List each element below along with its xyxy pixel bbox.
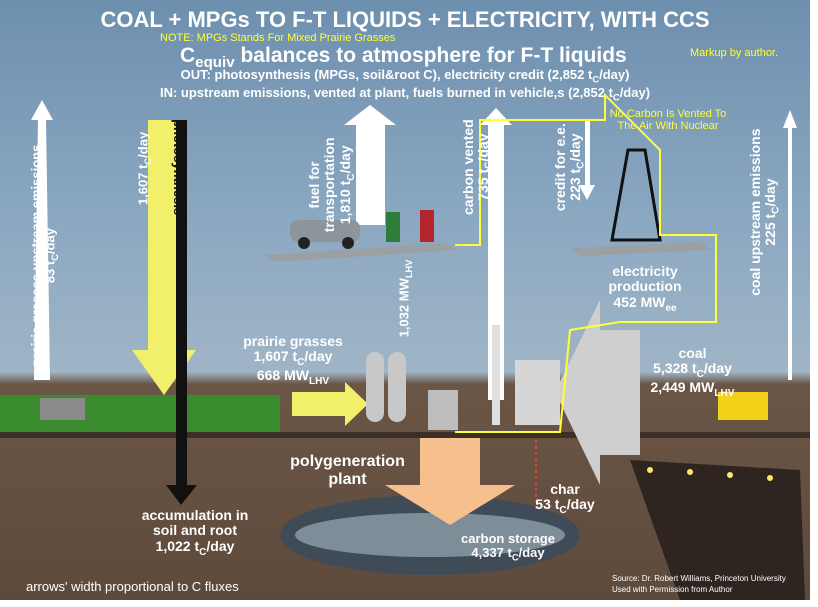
accumulation-arrow — [166, 120, 197, 505]
out-text: OUT: photosynthesis (MPGs, soil&root C),… — [180, 67, 593, 82]
markup-note: Markup by author. — [690, 47, 779, 59]
diagram-graphics — [0, 92, 810, 600]
subtitle-rest: balances to atmosphere for F-T liquids — [234, 44, 627, 67]
mine-lamp — [727, 472, 733, 478]
mw-label: 1,032 MWLHV — [396, 259, 415, 338]
fuel-pump-green — [386, 212, 400, 242]
bulldozer — [718, 392, 768, 420]
electricity-platform — [570, 242, 712, 256]
ground-line — [0, 432, 810, 438]
in-sub: C — [612, 92, 620, 103]
car-wheel — [342, 237, 354, 249]
plant-boundary-outline — [455, 92, 717, 433]
coal-upstream-arrow — [783, 110, 797, 380]
mine-pit — [630, 460, 805, 600]
out-sub: C — [592, 74, 600, 85]
in-end: /day) — [619, 85, 651, 100]
photosynthesis-label: photosynthesis — [171, 119, 187, 216]
fuel-station-platform — [265, 243, 457, 262]
in-line: IN: upstream emissions, vented at plant,… — [0, 85, 810, 103]
credit-label: credit for e.e.223 tC/day — [551, 123, 588, 212]
footer-note: arrows' width proportional to C fluxes — [26, 579, 239, 594]
silo — [388, 352, 406, 422]
subtitle-equiv: equiv — [195, 54, 235, 72]
car — [290, 220, 360, 242]
car-wheel — [298, 237, 310, 249]
power-block — [515, 360, 560, 425]
mine-lamp — [767, 475, 773, 481]
mine-lamp — [687, 469, 693, 475]
in-text: IN: upstream emissions, vented at plant,… — [159, 85, 613, 100]
credit-arrow — [579, 120, 595, 200]
storage-arrow — [385, 438, 515, 525]
subtitle: Cequiv balances to atmosphere for F-T li… — [180, 44, 627, 72]
diagram-canvas: COAL + MPGs TO F-T LIQUIDS + ELECTRICITY… — [0, 0, 810, 600]
silo — [366, 352, 384, 422]
tractor — [40, 398, 85, 420]
subtitle-c: C — [180, 44, 196, 67]
nuclear-note: No Carbon Is Vented To The Air With Nucl… — [609, 108, 727, 133]
coal-input-arrow — [555, 300, 640, 485]
fuel-arrow — [344, 105, 396, 225]
mpg-note: NOTE: MPGs Stands For Mixed Prairie Gras… — [160, 32, 396, 44]
fuel-pump-red — [420, 210, 434, 242]
out-line: OUT: photosynthesis (MPGs, soil&root C),… — [0, 67, 810, 85]
vented-arrow — [480, 108, 512, 400]
power-tower — [610, 148, 662, 242]
photosynthesis-value: 1,607 tC/day — [135, 131, 154, 206]
storage-layer-inner — [295, 513, 565, 557]
prairie-input-arrow — [292, 382, 368, 426]
out-end: /day) — [599, 67, 630, 82]
plant-tank — [428, 390, 458, 430]
diagram-title: COAL + MPGs TO F-T LIQUIDS + ELECTRICITY… — [100, 7, 710, 32]
source-line: Source: Dr. Robert Williams, Princeton U… — [612, 574, 786, 583]
permission-line: Used with Permission from Author — [612, 585, 733, 594]
mine-lamp — [647, 467, 653, 473]
smokestack — [492, 325, 500, 425]
prairie-upstream-arrow — [31, 100, 53, 380]
